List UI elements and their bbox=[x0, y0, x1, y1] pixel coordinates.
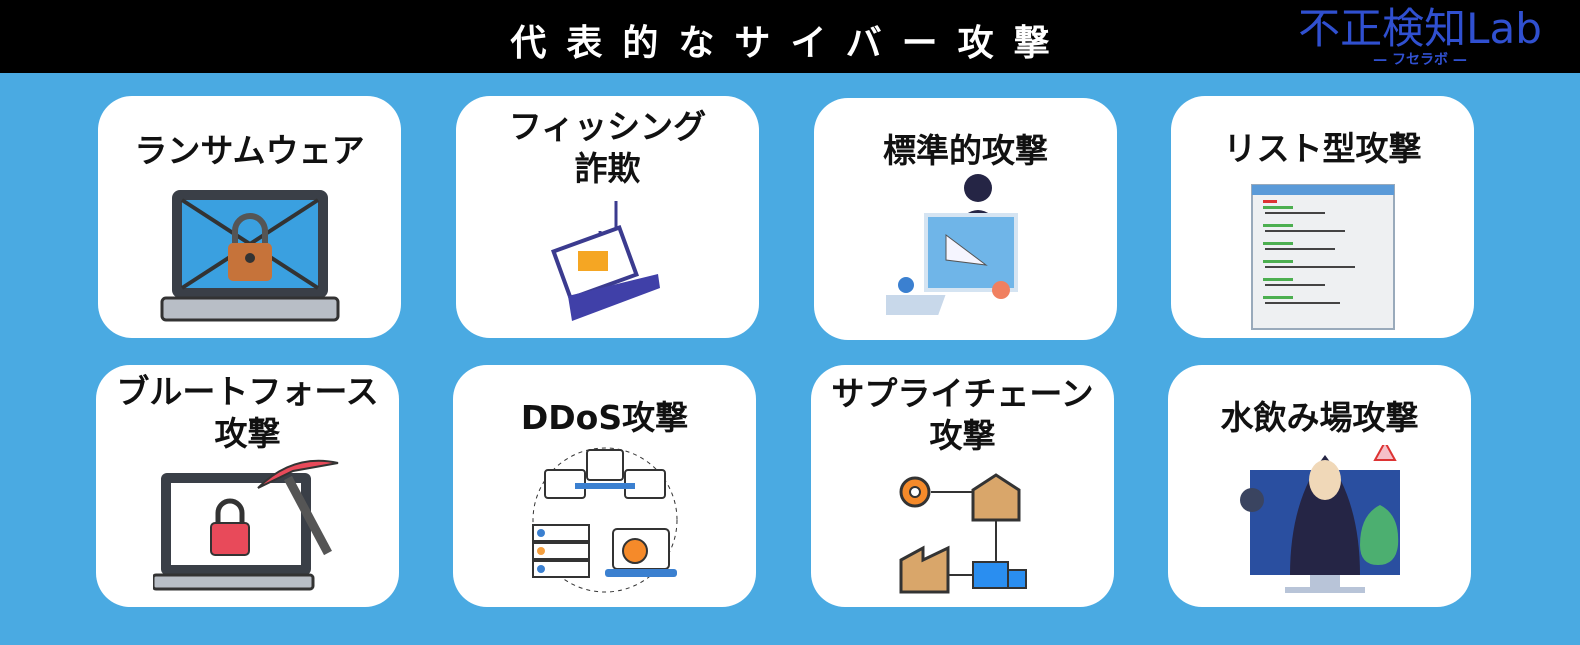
logo-main: 不正検知Lab bbox=[1298, 4, 1542, 53]
card-label: 標準的攻撃 bbox=[883, 131, 1048, 170]
header-bar: 代表的なサイバー攻撃 不正検知Lab — フセラボ — bbox=[0, 0, 1580, 73]
hacker-computer-icon bbox=[885, 174, 1018, 315]
card-label: ブルートフォース 攻撃 bbox=[116, 372, 379, 453]
page-title: 代表的なサイバー攻撃 bbox=[510, 23, 1070, 64]
logo: 不正検知Lab — フセラボ — bbox=[1285, 4, 1555, 69]
card-list-attack: リスト型攻撃 bbox=[1171, 96, 1474, 338]
logo-sub: — フセラボ — bbox=[1373, 52, 1467, 68]
card-label: フィッシング 詐欺 bbox=[508, 107, 707, 188]
card-standard-attack: 標準的攻撃 bbox=[814, 98, 1117, 340]
laptop-lock-pickaxe-icon bbox=[152, 459, 338, 591]
ransomware-laptop-lock-icon bbox=[160, 190, 339, 322]
card-ransomware: ランサムウェア bbox=[98, 96, 401, 338]
hooded-hacker-monitor-icon bbox=[1239, 445, 1400, 593]
card-watering-hole: 水飲み場攻撃 bbox=[1168, 365, 1471, 607]
card-ddos: DDoS攻撃 bbox=[453, 365, 756, 607]
card-phishing: フィッシング 詐欺 bbox=[456, 96, 759, 338]
card-label: DDoS攻撃 bbox=[520, 398, 689, 437]
phishing-hook-email-icon bbox=[550, 201, 660, 321]
card-label: サプライチェーン 攻撃 bbox=[831, 374, 1094, 455]
card-label: ランサムウェア bbox=[134, 131, 365, 170]
card-brute-force: ブルートフォース 攻撃 bbox=[96, 365, 399, 607]
card-label: リスト型攻撃 bbox=[1223, 129, 1422, 168]
card-label: 水飲み場攻撃 bbox=[1220, 398, 1419, 437]
supply-chain-icon bbox=[899, 473, 1027, 594]
card-supply-chain: サプライチェーン 攻撃 bbox=[811, 365, 1114, 607]
network-servers-bomb-icon bbox=[531, 447, 677, 593]
browser-list-icon bbox=[1250, 184, 1395, 330]
